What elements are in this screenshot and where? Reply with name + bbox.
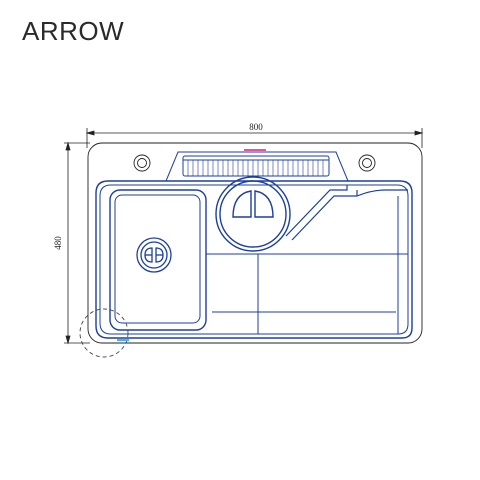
drain-rack (165, 151, 349, 182)
detail-callout-circle (79, 308, 129, 358)
main-basin (95, 180, 413, 339)
main-drain-icon (215, 176, 291, 252)
brand-logo: ARROW (22, 16, 125, 46)
width-dimension (85, 128, 424, 148)
drain-icon (136, 237, 172, 273)
height-label: 480 (53, 236, 63, 250)
waterfall-channel (285, 185, 408, 241)
height-dimension (64, 141, 90, 345)
width-label: 800 (249, 122, 263, 132)
tap-hole-right (358, 154, 376, 172)
basin-floor-lines (206, 196, 408, 334)
secondary-bowl (109, 189, 207, 331)
drain-rack-grid (187, 160, 324, 176)
tap-hole-left (133, 154, 151, 172)
countertop-outline (87, 142, 423, 344)
